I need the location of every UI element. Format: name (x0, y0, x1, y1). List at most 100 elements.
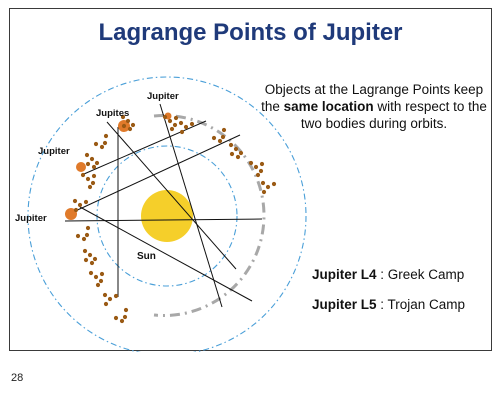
jupiter-markers (65, 112, 172, 220)
asteroid-dot (92, 256, 98, 262)
asteroid-dot (130, 122, 136, 128)
asteroid-dot (107, 296, 113, 302)
asteroid-dot (83, 199, 89, 205)
outer-orbit-ring (27, 76, 307, 352)
asteroid-dot (119, 318, 125, 324)
asteroid-dot (85, 176, 91, 182)
asteroid-dot (217, 138, 223, 144)
lagrange-diagram: Sun Jupiter Jupites Jupiter Jupiter (15, 76, 307, 352)
sightline (70, 134, 241, 214)
asteroid-dot (220, 134, 226, 140)
description-part1: Objects at the Lagrange Points keep the (261, 82, 484, 114)
asteroid-dot (178, 120, 184, 126)
camp-l5-sep: : (376, 297, 388, 312)
jupiter-label-upper-left: Jupites (96, 108, 129, 119)
jupiter-marker (65, 208, 77, 220)
camp-l5-label: Jupiter L5 (312, 297, 377, 312)
asteroid-dot (189, 121, 195, 127)
camp-l5-name: Trojan Camp (387, 297, 466, 312)
asteroid-dot (85, 225, 91, 231)
description-part2: with respect to the two bodies during or… (300, 99, 487, 131)
sightline (83, 120, 207, 175)
asteroid-dot (103, 301, 109, 307)
asteroid-dot (80, 172, 86, 178)
asteroid-dot (82, 248, 88, 254)
slide-title: Lagrange Points of Jupiter (98, 19, 403, 46)
jupiter-label-top: Jupiter (147, 91, 179, 102)
sightline (159, 103, 223, 308)
asteroid-dot (123, 307, 129, 313)
sightline (106, 121, 237, 270)
asteroid-dot (258, 168, 264, 174)
jupiter-orbit-arc (153, 114, 266, 317)
asteroid-dot (167, 118, 173, 124)
asteroid-dot (238, 150, 244, 156)
asteroid-dot (93, 141, 99, 147)
asteroid-dot (248, 160, 254, 166)
asteroid-dot (95, 282, 101, 288)
asteroid-dot (259, 161, 265, 167)
asteroid-dot (102, 140, 108, 146)
asteroid-dot (253, 164, 259, 170)
asteroid-dot (73, 207, 79, 213)
asteroid-dot (72, 198, 78, 204)
asteroid-dot (113, 293, 119, 299)
asteroid-dot (172, 122, 178, 128)
asteroid-dot (122, 314, 128, 320)
sightline-group (64, 103, 263, 308)
asteroid-dot (84, 152, 90, 158)
asteroid-dot (94, 160, 100, 166)
asteroid-dot (261, 189, 267, 195)
asteroid-dot (229, 151, 235, 157)
asteroid-dot (99, 144, 105, 150)
asteroid-dot (228, 142, 234, 148)
asteroid-dot (211, 135, 217, 141)
asteroid-dot (162, 114, 168, 120)
asteroid-dot (255, 172, 261, 178)
asteroid-dot (169, 126, 175, 132)
camp-l4-name: Greek Camp (387, 267, 465, 282)
asteroid-dot (81, 236, 87, 242)
asteroid-dot (87, 252, 93, 258)
camp-l4-sep: : (376, 267, 388, 282)
jupiter-label-far-left: Jupiter (15, 213, 47, 224)
asteroid-dot (98, 278, 104, 284)
asteroid-dot (271, 181, 277, 187)
asteroid-dot (260, 180, 266, 186)
asteroid-dot (93, 274, 99, 280)
sightline (64, 218, 263, 222)
asteroid-dot (127, 126, 133, 132)
camp-l4-label: Jupiter L4 (312, 267, 377, 282)
sightline (79, 206, 253, 302)
asteroid-dot (233, 146, 239, 152)
asteroid-dot (125, 118, 131, 124)
page-number: 28 (11, 372, 24, 384)
asteroid-dot (121, 123, 127, 129)
asteroid-dot (89, 156, 95, 162)
asteroid-dot (91, 173, 97, 179)
jupiter-marker (76, 162, 86, 172)
asteroid-dot (103, 133, 109, 139)
asteroid-dot (90, 180, 96, 186)
asteroid-dot (87, 184, 93, 190)
asteroid-swarm (72, 114, 277, 324)
asteroid-dot (102, 292, 108, 298)
slide-frame: Lagrange Points of Jupiter Sun (9, 8, 492, 352)
asteroid-dot (173, 115, 179, 121)
jupiter-label-left: Jupiter (38, 146, 70, 157)
asteroid-dot (179, 129, 185, 135)
camp-l5: Jupiter L5 : Trojan Camp (312, 297, 465, 312)
asteroid-dot (83, 257, 89, 263)
asteroid-dot (265, 184, 271, 190)
description-bold: same location (283, 99, 374, 114)
sun (141, 190, 193, 242)
asteroid-dot (113, 315, 119, 321)
asteroid-dot (85, 161, 91, 167)
asteroid-dot (89, 260, 95, 266)
asteroid-dot (88, 270, 94, 276)
asteroid-dot (75, 233, 81, 239)
asteroid-dot (221, 127, 227, 133)
asteroid-dot (77, 202, 83, 208)
asteroid-dot (91, 164, 97, 170)
asteroid-dot (84, 232, 90, 238)
